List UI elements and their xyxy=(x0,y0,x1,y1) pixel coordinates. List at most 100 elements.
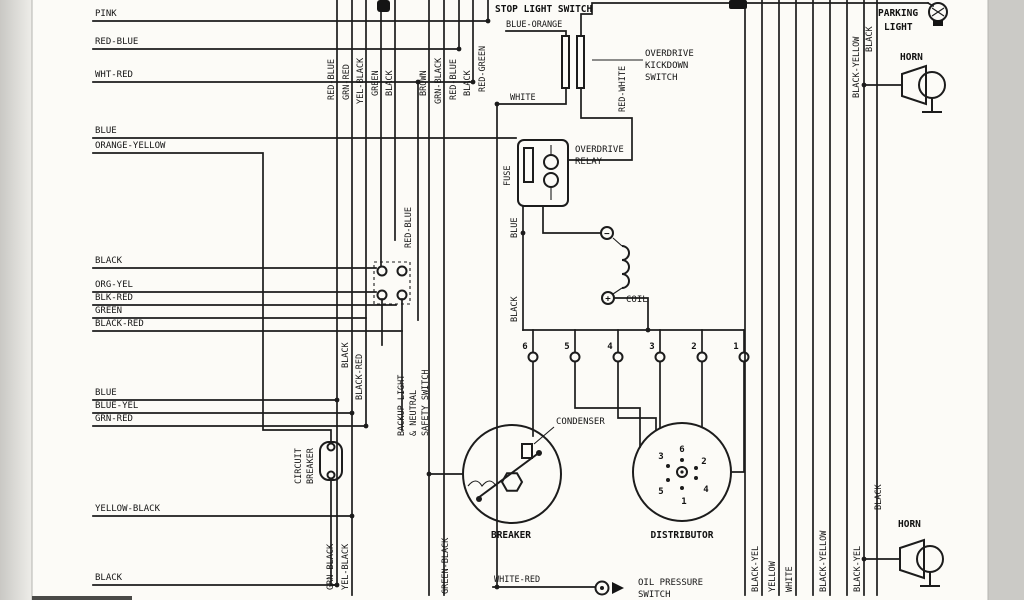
kickdown-switch-label: KICKDOWN xyxy=(645,61,688,71)
cap-number: 5 xyxy=(658,487,663,497)
scan-shadow xyxy=(32,596,132,600)
breaker-symbol xyxy=(462,424,562,524)
circuit-breaker-symbol xyxy=(319,441,343,481)
horn-top-label: HORN xyxy=(900,52,923,63)
condenser-label: CONDENSER xyxy=(556,417,605,427)
wire-label: GRN-RED xyxy=(95,414,133,424)
wire-label: GREEN-BLACK xyxy=(441,537,451,594)
breaker-label: BREAKER xyxy=(491,530,531,541)
wire-label: BLACK xyxy=(874,484,884,510)
wire-label: BLUE xyxy=(95,388,117,398)
wire-label: RED-BLUE xyxy=(404,207,414,248)
wire-lines xyxy=(92,0,935,596)
cap-number: 6 xyxy=(679,445,684,455)
coil-minus: − xyxy=(604,230,610,240)
wire-label: GRN-BLACK xyxy=(326,543,336,590)
left-wire-labels: PINK RED-BLUE WHT-RED BLUE ORANGE-YELLOW… xyxy=(95,9,166,583)
coil-terminal-row xyxy=(527,351,750,363)
terminal-numbers: 6 5 4 3 2 1 xyxy=(522,342,738,352)
top-wire-labels: RED-BLUE GRN-RED YEL-BLACK GREEN BLACK B… xyxy=(327,46,488,104)
wire-label: YELLOW xyxy=(768,560,778,592)
wire-label: WHITE xyxy=(785,566,795,592)
fuse-label: FUSE xyxy=(503,166,513,186)
connector-block xyxy=(377,0,390,12)
wire-label: BLUE xyxy=(510,218,520,238)
wire-label: WHT-RED xyxy=(95,70,133,80)
terminal-number: 5 xyxy=(564,342,569,352)
wire-label: BLACK xyxy=(463,70,473,96)
right-bottom-wire-labels: BLACK-YEL YELLOW WHITE BLACK-YELLOW BLAC… xyxy=(751,530,863,592)
terminal-number: 6 xyxy=(522,342,527,352)
horn-bottom-label: HORN xyxy=(898,519,921,530)
wire-label: BLACK xyxy=(385,70,395,96)
wire-label: BLACK xyxy=(510,296,520,322)
terminal-number: 1 xyxy=(733,342,738,352)
wire-label: GREEN xyxy=(95,306,122,316)
backup-switch-label: & NEUTRAL xyxy=(409,390,419,436)
wire-label: GREEN xyxy=(371,70,381,96)
distributor-symbol xyxy=(632,422,732,522)
wire-label: BLACK-RED xyxy=(95,319,144,329)
wire-label: BLACK-YEL xyxy=(751,546,761,592)
wire-label: BLACK-YEL xyxy=(853,546,863,592)
kickdown-switch-label: OVERDRIVE xyxy=(645,49,694,59)
wire-label: BLACK xyxy=(341,342,351,368)
wire-label: BLUE-ORANGE xyxy=(506,20,562,30)
distributor-cap-numbers: 3 6 2 5 1 4 xyxy=(658,445,709,507)
wire-label: BLACK-YELLOW xyxy=(819,530,829,592)
horn-bottom-icon xyxy=(899,538,944,587)
backup-switch-symbol xyxy=(373,261,411,305)
cap-number: 1 xyxy=(681,497,686,507)
circuit-breaker-label: BREAKER xyxy=(306,447,316,484)
terminal-number: 4 xyxy=(607,342,613,352)
cap-number: 3 xyxy=(658,452,663,462)
circuit-breaker-label: CIRCUIT xyxy=(294,448,304,484)
backup-switch-label: SAFETY SWITCH xyxy=(421,369,431,436)
wire-label: ORG-YEL xyxy=(95,280,133,290)
scan-edge-right xyxy=(988,0,1024,600)
condenser-symbol xyxy=(521,443,533,459)
wire-label: WHITE xyxy=(510,93,536,103)
oil-pressure-switch-label: OIL PRESSURE xyxy=(638,578,703,588)
stop-light-switch-label: STOP LIGHT SWITCH xyxy=(495,4,593,15)
terminal-number: 3 xyxy=(649,342,654,352)
ignition-coil-symbol xyxy=(600,226,630,305)
oil-pressure-switch-label: SWITCH xyxy=(638,590,671,600)
stop-light-switch-symbol xyxy=(561,35,585,89)
overdrive-relay-label: RELAY xyxy=(575,157,603,167)
wire-label: RED-BLUE xyxy=(449,59,459,100)
wire-label: BLUE xyxy=(95,126,117,136)
terminal-number: 2 xyxy=(691,342,696,352)
bottom-wire-labels: GRN-BLACK YEL-BLACK GREEN-BLACK xyxy=(326,537,451,594)
wire-label: RED-WHITE xyxy=(618,66,628,112)
parking-light-icon xyxy=(928,2,948,26)
kickdown-switch-label: SWITCH xyxy=(645,73,678,83)
wire-label: ORANGE-YELLOW xyxy=(95,141,166,151)
oil-pressure-switch-symbol xyxy=(594,580,624,596)
overdrive-relay-label: OVERDRIVE xyxy=(575,145,624,155)
wire-label: PINK xyxy=(95,9,117,19)
wire-label: GRN-RED xyxy=(342,64,352,100)
cap-number: 2 xyxy=(701,457,706,467)
wire-label: YEL-BLACK xyxy=(341,543,351,590)
wire-label: BLK-RED xyxy=(95,293,133,303)
scan-edge-left xyxy=(0,0,32,600)
parking-light-label: LIGHT xyxy=(884,22,913,33)
cap-number: 4 xyxy=(703,485,709,495)
parking-light-label: PARKING xyxy=(878,8,918,19)
wire-label: YEL-BLACK xyxy=(356,57,366,104)
backup-switch-label: BACKUP LIGHT xyxy=(397,375,407,436)
coil-label: COIL xyxy=(626,295,648,305)
overdrive-relay-symbol xyxy=(517,139,569,207)
wire-label: RED-GREEN xyxy=(478,46,488,92)
wire-label: YELLOW-BLACK xyxy=(95,504,161,514)
wire-label: BLACK-YELLOW xyxy=(852,36,862,98)
wire-label: BROWN xyxy=(419,70,429,96)
wire-label: WHITE-RED xyxy=(494,575,540,585)
wire-label: BLACK-RED xyxy=(355,354,365,400)
wire-label: BLACK xyxy=(95,256,123,266)
wire-label: BLUE-YEL xyxy=(95,401,138,411)
